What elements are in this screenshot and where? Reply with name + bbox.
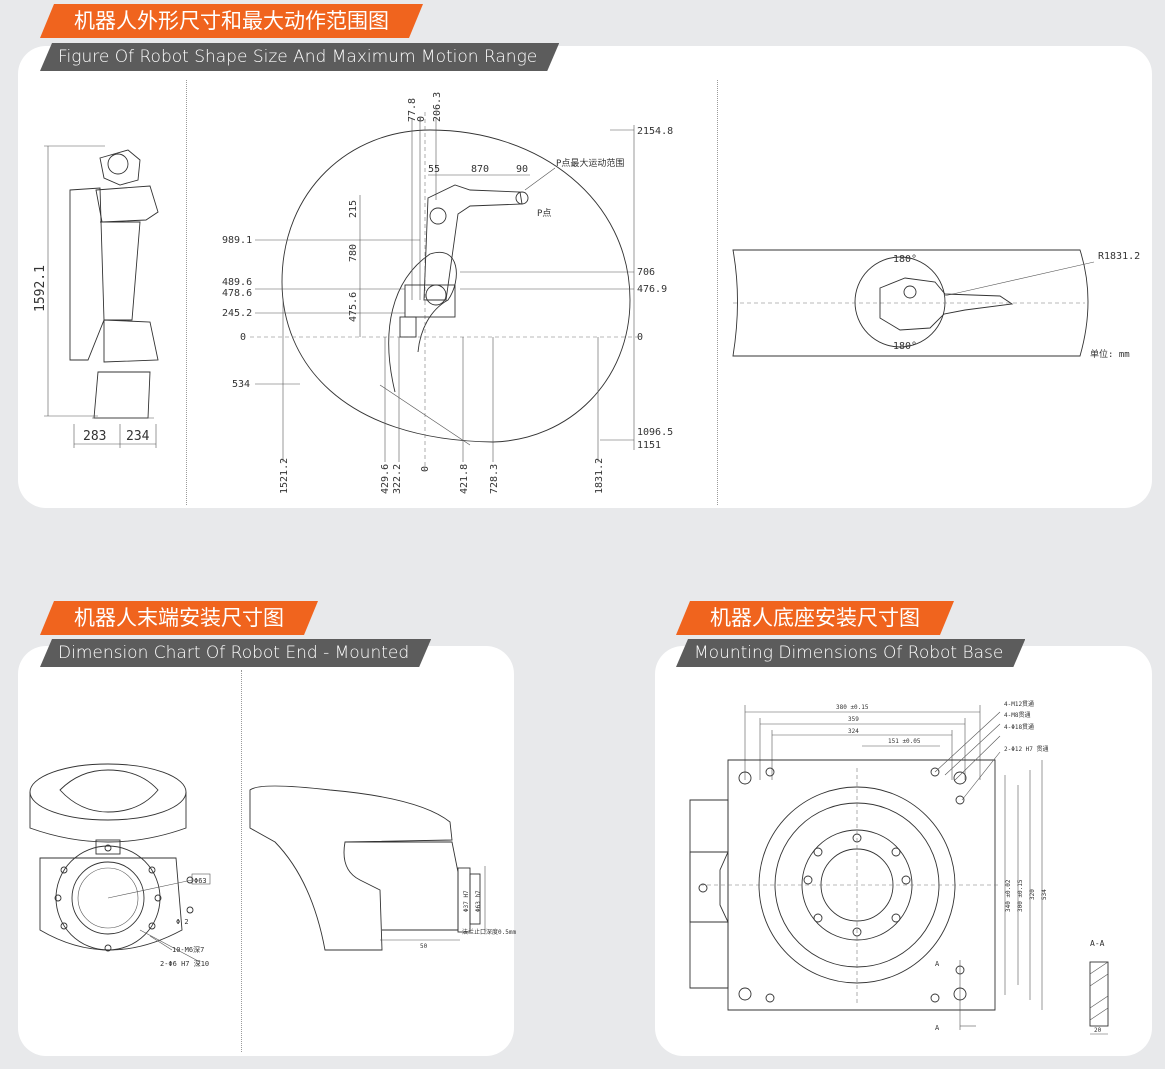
range-left-level: 478.6 xyxy=(222,288,252,299)
base-w1: 380 ±0.15 xyxy=(836,704,869,711)
range-left-level: 489.6 xyxy=(222,277,252,288)
base-h1: 340 ±0.02 xyxy=(1005,879,1012,912)
motion-range-view: 77.8 0 206.3 55 870 90 P点最大运动范围 P点 215 7… xyxy=(222,92,673,494)
end-side-d2: Φ63 h7 xyxy=(475,890,482,912)
top-radius-label: R1831.2 xyxy=(1098,251,1140,262)
base-note-3: 4-Φ18贯通 xyxy=(1004,723,1034,731)
range-bottom-label: 322.2 xyxy=(392,464,403,494)
base-section-label: A-A xyxy=(1090,939,1105,948)
end-side-d1: Φ37 H7 xyxy=(463,890,470,912)
base-title-en: Mounting Dimensions Of Robot Base xyxy=(676,639,1025,667)
main-title-en: Figure Of Robot Shape Size And Maximum M… xyxy=(40,43,559,71)
main-title-cn: 机器人外形尺寸和最大动作范围图 xyxy=(40,4,423,38)
unit-label: 单位: mm xyxy=(1090,348,1130,360)
range-left-level: 534 xyxy=(232,379,250,390)
top-angle-bottom: 180° xyxy=(893,341,917,352)
end-flange-view: Φ63 Φ 2 10-M6深7 2-Φ6 H7 深10 xyxy=(29,763,211,968)
base-h3: 320 xyxy=(1029,889,1036,900)
base-note-4: 2-Φ12 H7 贯通 xyxy=(1004,745,1049,753)
base-w2: 359 xyxy=(848,716,859,723)
top-angle-top: 180° xyxy=(893,254,917,265)
range-left-level: 245.2 xyxy=(222,308,252,319)
range-left-v-label: 215 xyxy=(348,200,359,218)
end-hole-note-1: 10-M6深7 xyxy=(172,945,204,954)
p-point-label: P点 xyxy=(537,208,551,219)
range-right-level: 706 xyxy=(637,267,655,278)
range-dim-label: 870 xyxy=(471,164,489,175)
range-bottom-label: 1521.2 xyxy=(279,458,290,494)
end-side-note: 法兰止口深度0.5mm xyxy=(462,928,516,936)
base-note-1: 4-M12贯通 xyxy=(1004,700,1034,708)
separator xyxy=(717,80,718,505)
range-dim-label: 90 xyxy=(516,164,528,175)
side-base-left-label: 283 xyxy=(83,429,106,444)
separator xyxy=(241,670,242,1052)
range-bottom-label: 421.8 xyxy=(459,464,470,494)
end-title-cn: 机器人末端安装尺寸图 xyxy=(40,601,318,635)
base-w3: 324 xyxy=(848,728,859,735)
range-dim-label: 55 xyxy=(428,164,440,175)
range-right-level: 0 xyxy=(637,332,643,343)
end-title-en: Dimension Chart Of Robot End - Mounted xyxy=(40,639,431,667)
end-side-profile: 50 法兰止口深度0.5mm Φ37 H7 Φ63 h7 xyxy=(249,785,516,951)
side-height-label: 1592.1 xyxy=(33,265,48,312)
base-h4: 534 xyxy=(1041,889,1048,900)
range-top-label: 77.8 xyxy=(407,98,418,122)
separator xyxy=(186,80,187,505)
range-right-level: 476.9 xyxy=(637,284,667,295)
end-mid-note: Φ 2 xyxy=(176,918,189,926)
range-left-level: 989.1 xyxy=(222,235,252,246)
end-pcd-label: Φ63 xyxy=(194,877,207,885)
robot-side-view: 1592.1 283 234 xyxy=(33,145,159,448)
range-left-v-label: 475.6 xyxy=(348,292,359,322)
range-top-label: 206.3 xyxy=(432,92,443,122)
main-card xyxy=(18,46,1152,508)
base-section-mark: A xyxy=(935,1024,940,1032)
end-side-w-label: 50 xyxy=(420,943,428,950)
base-h2: 300 ±0.15 xyxy=(1017,879,1024,912)
base-note-2: 4-M8贯通 xyxy=(1004,711,1030,719)
p-range-note: P点最大运动范围 xyxy=(556,157,624,169)
range-top-label: 0 xyxy=(416,116,427,122)
range-bottom-label: 1831.2 xyxy=(594,458,605,494)
range-left-level: 0 xyxy=(240,332,246,343)
base-w4: 151 ±0.05 xyxy=(888,738,921,745)
end-card xyxy=(18,646,514,1056)
range-right-level: 1096.5 xyxy=(637,427,673,438)
base-view: 380 ±0.15 359 324 151 ±0.05 4-M12贯通 4-M8… xyxy=(689,700,1109,1035)
base-title-cn: 机器人底座安装尺寸图 xyxy=(676,601,954,635)
range-left-v-label: 780 xyxy=(348,244,359,262)
base-section-mark: A xyxy=(935,960,940,968)
range-right-level: 1151 xyxy=(637,440,661,451)
range-right-level: 2154.8 xyxy=(637,126,673,137)
range-bottom-label: 0 xyxy=(420,466,431,472)
range-bottom-label: 728.3 xyxy=(489,464,500,494)
end-hole-note-2: 2-Φ6 H7 深10 xyxy=(160,959,209,968)
base-section-w: 20 xyxy=(1094,1027,1102,1034)
side-base-right-label: 234 xyxy=(126,429,150,444)
range-bottom-label: 429.6 xyxy=(380,464,391,494)
base-card xyxy=(655,646,1152,1056)
top-view: R1831.2 180° 180° 单位: mm xyxy=(732,249,1140,360)
